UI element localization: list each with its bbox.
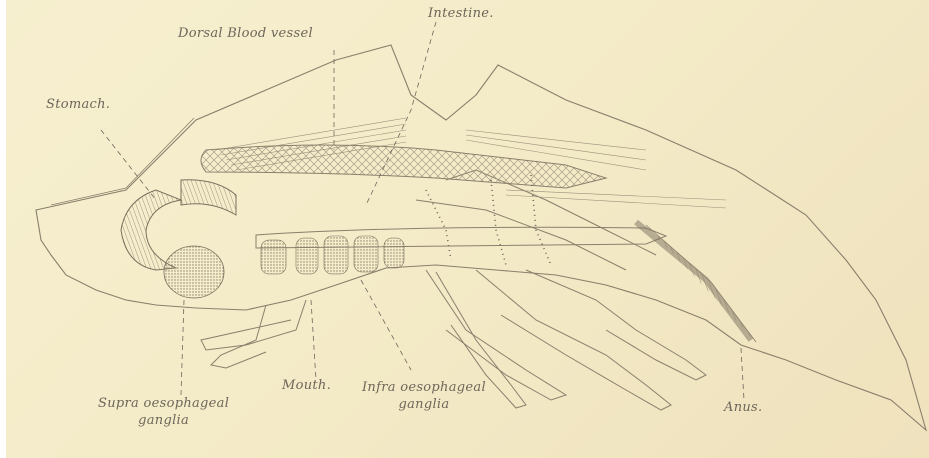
label-infra-line2: ganglia [362,396,486,413]
label-anus: Anus. [724,400,762,415]
label-supra-oesophageal-ganglia: Supra oesophageal ganglia [98,395,229,429]
label-supra-line2: ganglia [98,412,229,429]
dorsal-blood-vessel [201,145,606,188]
label-supra-line1: Supra oesophageal [98,395,229,412]
infra-oesophageal-ganglia [261,236,404,274]
label-stomach: Stomach. [46,97,110,112]
label-intestine: Intestine. [428,6,494,21]
body-outline [36,45,926,430]
label-dorsal-blood-vessel: Dorsal Blood vessel [178,26,313,41]
label-infra-oesophageal-ganglia: Infra oesophageal ganglia [362,379,486,413]
label-mouth: Mouth. [282,378,331,393]
label-infra-line1: Infra oesophageal [362,379,486,396]
supra-oesophageal-ganglia [164,246,224,298]
